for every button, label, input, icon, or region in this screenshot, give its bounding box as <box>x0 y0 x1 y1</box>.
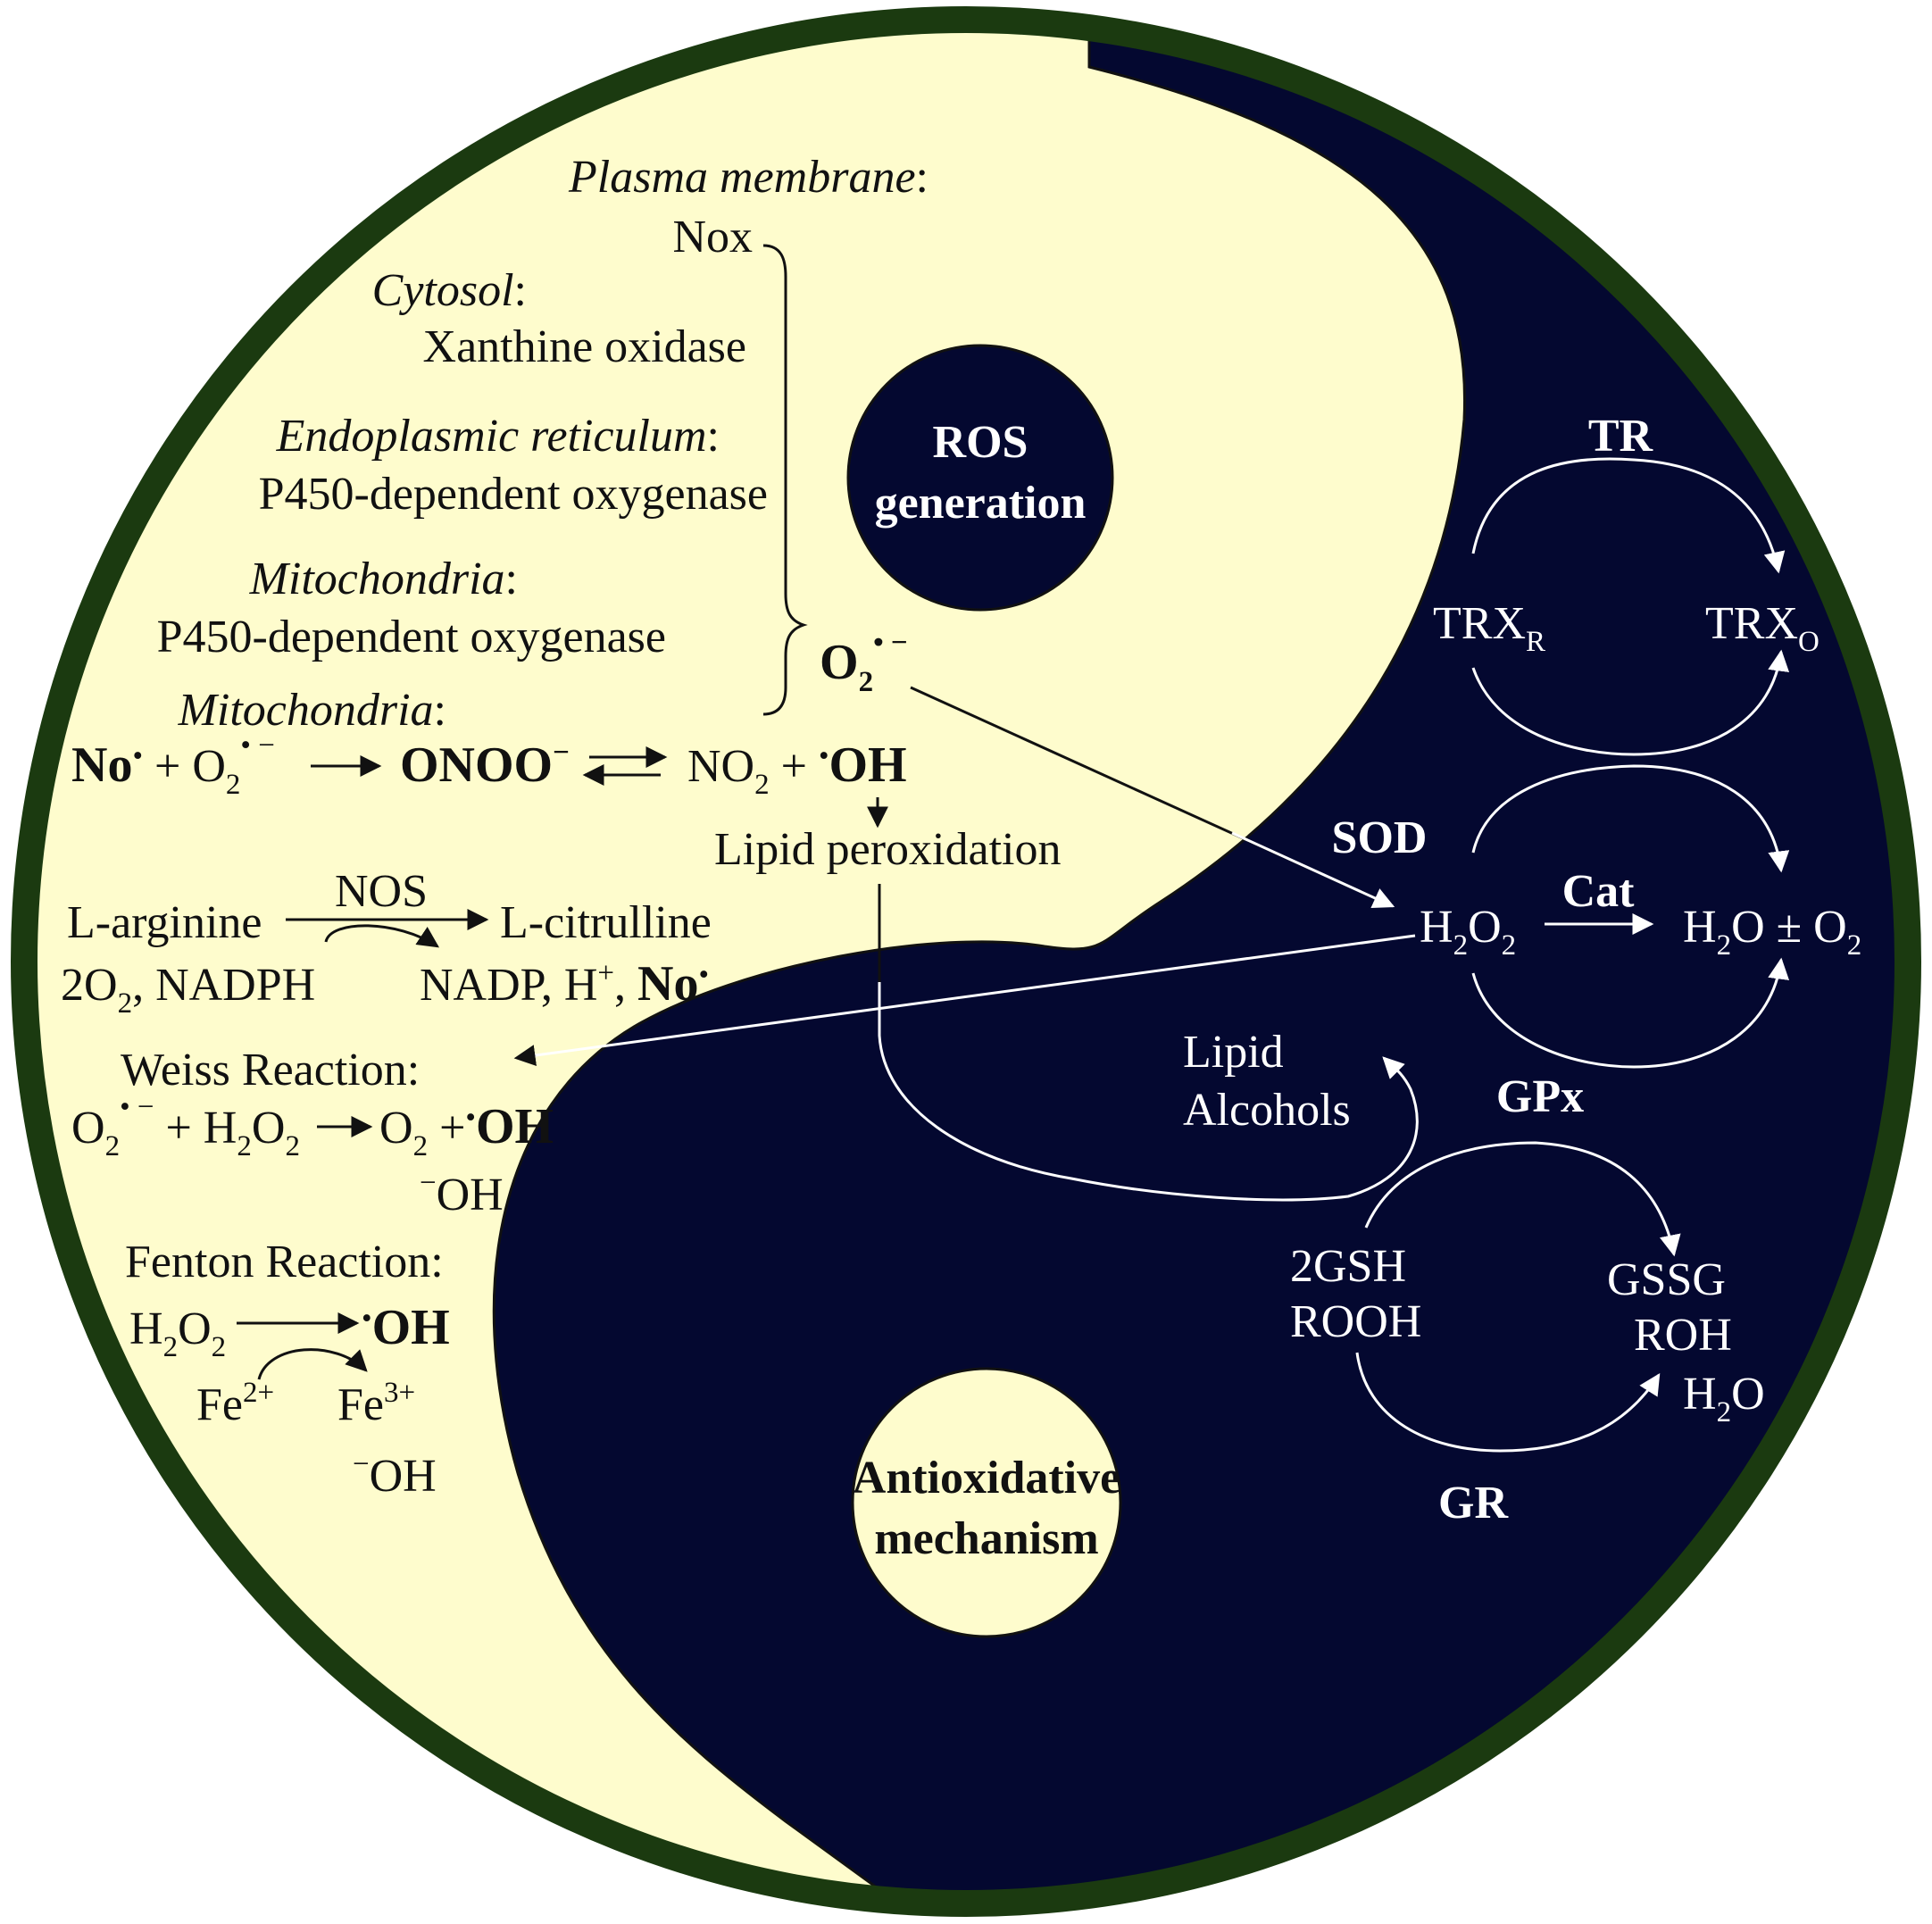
weiss-reactants: O2• − + H2O2 <box>71 1091 300 1162</box>
nos-curved-arrow <box>324 924 439 948</box>
fenton-h2o2: H2O2 <box>129 1303 226 1363</box>
fenton-oh: •OH <box>362 1300 450 1355</box>
gssg-label: GSSG <box>1607 1254 1726 1305</box>
mitochondria-label-2: Mitochondria: <box>178 685 446 736</box>
p450-mito-label: P450-dependent oxygenase <box>157 612 666 662</box>
h2o2-to-weiss-arrow <box>513 934 1416 1066</box>
er-label: Endoplasmic reticulum: <box>276 411 720 462</box>
superoxide-label: O2• − <box>820 627 908 698</box>
mitochondria-label-1: Mitochondria: <box>249 554 518 604</box>
gr-label: GR <box>1438 1478 1509 1528</box>
tr-label: TR <box>1588 411 1654 462</box>
peroxynitrite-reaction-left: No• + O2• − <box>71 729 275 801</box>
fenton-fe2: Fe2+ <box>196 1377 274 1430</box>
nos-products-label: NADP, H+, No• <box>420 956 709 1012</box>
antioxidative-label-line2: mechanism <box>874 1513 1098 1564</box>
fenton-title: Fenton Reaction: <box>125 1237 444 1287</box>
roh-label: ROH <box>1634 1310 1732 1361</box>
outer-border <box>11 6 1921 1917</box>
gpx-label: GPx <box>1496 1071 1584 1122</box>
antioxidative-circle <box>851 1367 1122 1638</box>
weiss-title: Weiss Reaction: <box>121 1045 420 1095</box>
trx-oxidized-label: TRXO <box>1705 598 1820 658</box>
water-oxygen-label: H2O ± O2 <box>1683 902 1861 962</box>
no2-oh-label: NO2 + •OH <box>687 737 907 801</box>
p450-er-label: P450-dependent oxygenase <box>259 469 768 520</box>
l-citrulline-label: L-citrulline <box>500 897 712 948</box>
fenton-hydroxide: −OH <box>353 1448 437 1502</box>
gsh-label: 2GSH <box>1290 1241 1406 1292</box>
rooh-label: ROOH <box>1290 1296 1421 1347</box>
trx-arc-bottom <box>1471 649 1790 756</box>
ros-circle <box>846 344 1114 612</box>
xanthine-oxidase-label: Xanthine oxidase <box>423 321 746 372</box>
antioxidative-label-line1: Antioxidative <box>853 1453 1120 1503</box>
gpx-arc-top <box>1364 1141 1681 1257</box>
sources-brace <box>762 244 808 716</box>
lipid-peroxidation-to-lipid-alcohols <box>878 884 1419 1202</box>
weiss-products: O2 +•OH <box>379 1099 554 1162</box>
weiss-hydroxide: −OH <box>420 1167 504 1220</box>
alcohols-label: Alcohols <box>1183 1085 1351 1136</box>
cytosol-label: Cytosol: <box>372 265 527 316</box>
plasma-membrane-label: Plasma membrane: <box>568 152 929 203</box>
gpx-arc-bottom <box>1471 957 1790 1069</box>
ros-label-line1: ROS <box>933 417 1028 468</box>
onoo-label: ONOO− <box>400 737 570 793</box>
fenton-fe3: Fe3+ <box>337 1377 415 1430</box>
fenton-curved-arrow <box>257 1348 368 1380</box>
sod-arc-top <box>1471 764 1790 873</box>
cat-label: Cat <box>1562 866 1636 917</box>
nos-enzyme-label: NOS <box>335 866 428 917</box>
ros-label-line2: generation <box>875 478 1087 529</box>
superoxide-to-h2o2-arrow-light <box>1231 831 1394 908</box>
gr-arc-bottom <box>1355 1352 1661 1453</box>
sod-label: SOD <box>1332 812 1428 863</box>
water-label: H2O <box>1683 1369 1765 1428</box>
nos-cofactors-label: 2O2, NADPH <box>61 960 315 1020</box>
lipid-label: Lipid <box>1183 1027 1284 1078</box>
h2o2-label: H2O2 <box>1420 902 1516 962</box>
trx-reduced-label: TRXR <box>1433 598 1545 658</box>
tr-arc-top <box>1471 457 1786 574</box>
l-arginine-label: L-arginine <box>67 897 262 948</box>
lipid-peroxidation-label: Lipid peroxidation <box>714 824 1061 875</box>
nox-label: Nox <box>672 212 753 262</box>
